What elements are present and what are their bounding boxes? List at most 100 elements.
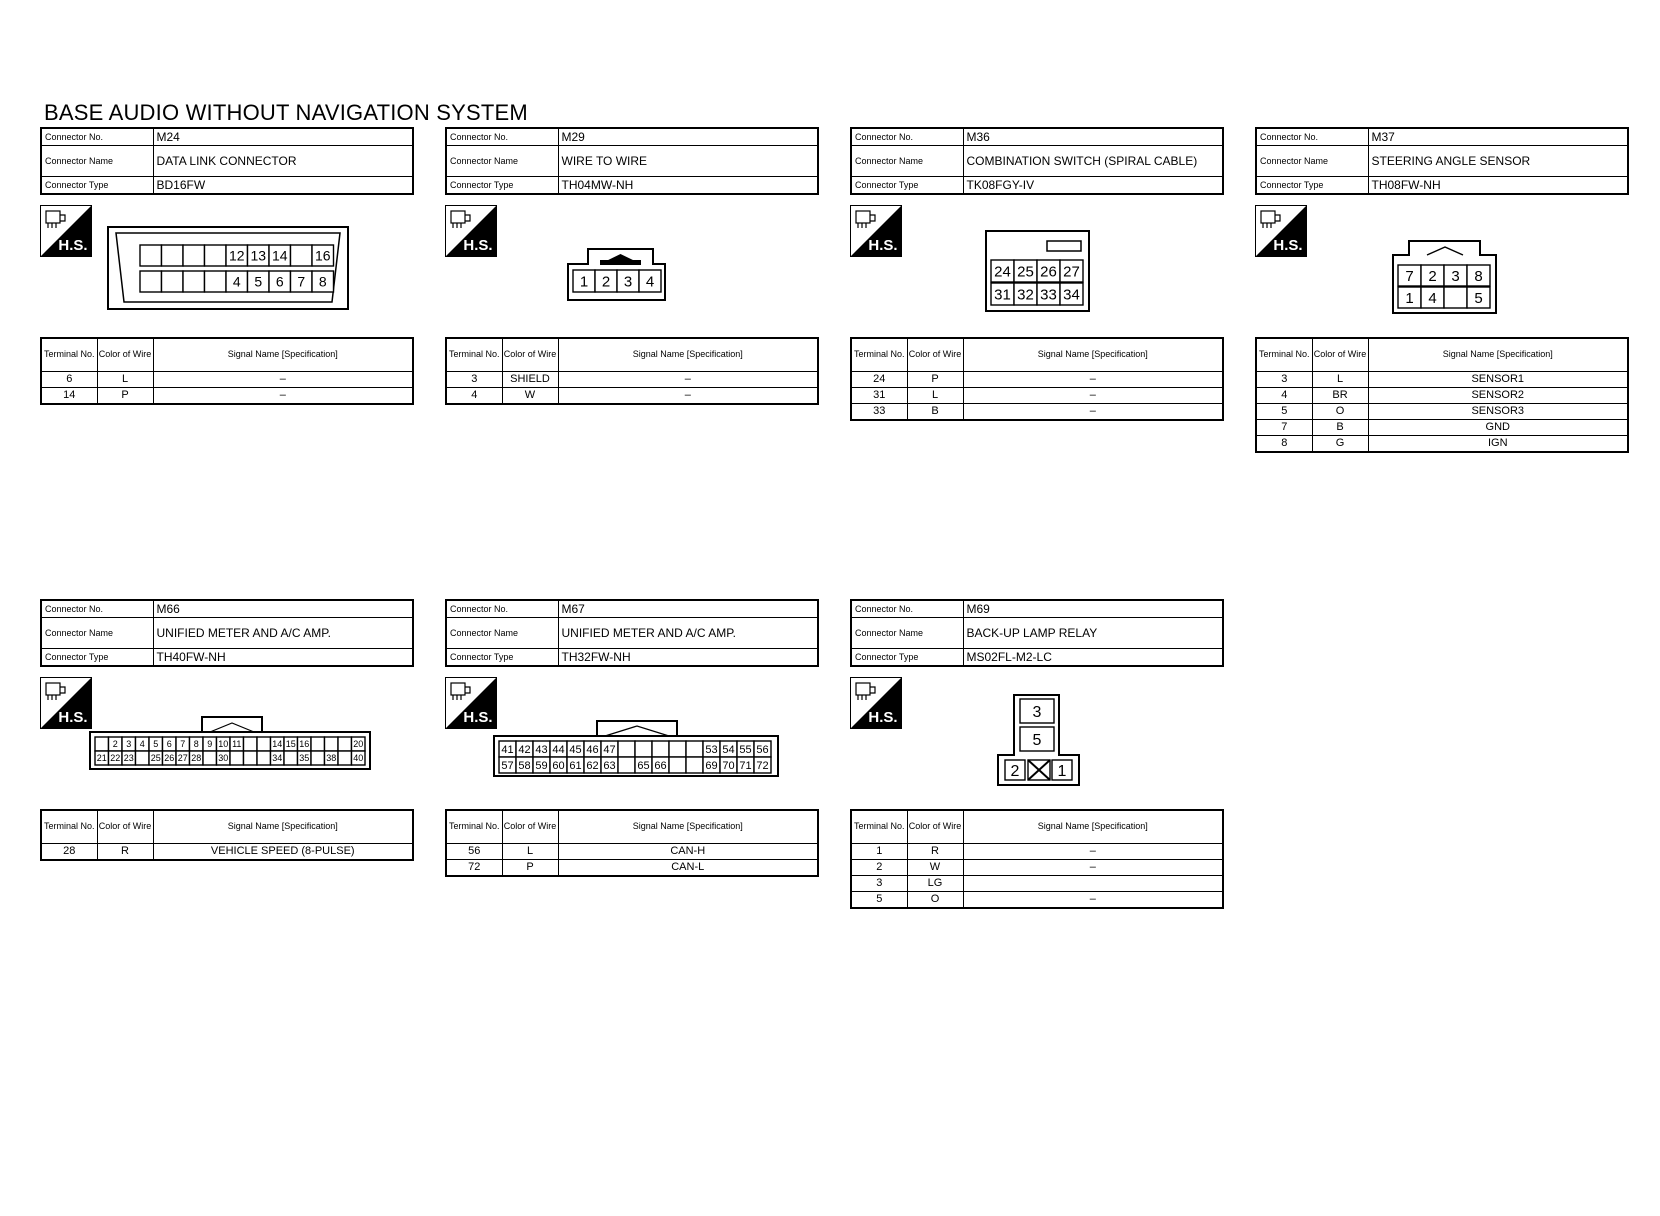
pin-number: 66 bbox=[654, 760, 666, 772]
terminal-no: 24 bbox=[850, 371, 908, 388]
pin-number: 1 bbox=[1058, 763, 1067, 780]
pin-number: 63 bbox=[603, 760, 615, 772]
wire-color: W bbox=[906, 859, 964, 876]
connector-name-value: BACK-UP LAMP RELAY bbox=[962, 617, 1224, 649]
connector-no-value: M24 bbox=[152, 127, 414, 146]
pin-number: 31 bbox=[994, 286, 1011, 303]
pin-number: 4 bbox=[646, 273, 654, 290]
terminal-pin: 40 bbox=[350, 750, 366, 766]
connector-name-value: COMBINATION SWITCH (SPIRAL CABLE) bbox=[962, 145, 1224, 177]
hs-label: H.S. bbox=[58, 709, 87, 726]
terminal-pin: 2 bbox=[594, 269, 618, 293]
connector-no-value: M37 bbox=[1367, 127, 1629, 146]
connector-type-label: Connector Type bbox=[40, 648, 154, 667]
terminal-pin bbox=[256, 736, 272, 752]
pin-number: 21 bbox=[97, 753, 107, 763]
terminal-pin bbox=[668, 740, 687, 758]
connector-type-label: Connector Type bbox=[40, 176, 154, 195]
wire-color: B bbox=[1311, 419, 1369, 436]
terminal-pin bbox=[94, 736, 110, 752]
pin-number: 47 bbox=[603, 744, 615, 756]
terminal-no: 7 bbox=[1255, 419, 1313, 436]
pin-number: 7 bbox=[180, 739, 185, 749]
terminal-pin: 31 bbox=[990, 282, 1015, 306]
hs-label: H.S. bbox=[868, 709, 897, 726]
terminal-pin: 4 bbox=[1420, 286, 1445, 309]
signal-name: – bbox=[962, 403, 1224, 421]
pin-number: 27 bbox=[178, 753, 188, 763]
pin-number: 25 bbox=[1017, 263, 1034, 280]
pin-number: 3 bbox=[1033, 704, 1042, 721]
terminal-no: 28 bbox=[40, 843, 98, 861]
terminal-pin: 43 bbox=[532, 740, 551, 758]
terminal-pin: 24 bbox=[990, 259, 1015, 283]
terminal-no-header: Terminal No. bbox=[40, 337, 98, 372]
terminal-pin: 4 bbox=[638, 269, 662, 293]
signal-name: SENSOR2 bbox=[1367, 387, 1629, 404]
hs-label: H.S. bbox=[463, 709, 492, 726]
terminal-pin: 72 bbox=[753, 756, 772, 774]
connector-icon bbox=[1260, 210, 1281, 228]
terminal-pin: 5 bbox=[148, 736, 164, 752]
terminal-pin bbox=[337, 750, 353, 766]
connector-type-value: BD16FW bbox=[152, 176, 414, 195]
terminal-pin: 10 bbox=[215, 736, 231, 752]
terminal-pin: 13 bbox=[246, 244, 270, 267]
pin-number: 59 bbox=[535, 760, 547, 772]
terminal-pin: 30 bbox=[215, 750, 231, 766]
terminal-no: 5 bbox=[850, 891, 908, 909]
pin-number: 16 bbox=[315, 248, 331, 264]
terminal-pin: 3 bbox=[121, 736, 137, 752]
pin-number: 20 bbox=[353, 739, 363, 749]
pin-number: 27 bbox=[1063, 263, 1080, 280]
signal-name bbox=[962, 875, 1224, 892]
terminal-no: 72 bbox=[445, 859, 503, 877]
terminal-pin: 54 bbox=[719, 740, 738, 758]
terminal-pin: 66 bbox=[651, 756, 670, 774]
terminal-pin: 55 bbox=[736, 740, 755, 758]
wire-color: O bbox=[906, 891, 964, 909]
terminal-pin: 26 bbox=[1036, 259, 1061, 283]
connector-no-label: Connector No. bbox=[445, 599, 559, 618]
terminal-pin bbox=[685, 740, 704, 758]
terminal-pin: 20 bbox=[350, 736, 366, 752]
wire-color: SHIELD bbox=[501, 371, 559, 388]
connector-icon bbox=[855, 682, 876, 700]
terminal-pin: 46 bbox=[583, 740, 602, 758]
terminal-pin: 35 bbox=[296, 750, 312, 766]
connector-type-label: Connector Type bbox=[445, 176, 559, 195]
pin-number: 34 bbox=[1063, 286, 1080, 303]
terminal-pin: 14 bbox=[269, 736, 285, 752]
terminal-pin: 28 bbox=[188, 750, 204, 766]
connector-type-value: TH04MW-NH bbox=[557, 176, 819, 195]
terminal-pin: 47 bbox=[600, 740, 619, 758]
signal-name: VEHICLE SPEED (8-PULSE) bbox=[152, 843, 414, 861]
pin-number: 10 bbox=[218, 739, 228, 749]
signal-name-header: Signal Name [Specification] bbox=[557, 337, 819, 372]
connector-no-label: Connector No. bbox=[850, 599, 964, 618]
terminal-pin bbox=[323, 736, 339, 752]
wire-color: O bbox=[1311, 403, 1369, 420]
terminal-pin bbox=[134, 750, 150, 766]
pin-number: 3 bbox=[126, 739, 131, 749]
terminal-pin: 69 bbox=[702, 756, 721, 774]
pin-number: 35 bbox=[299, 753, 309, 763]
pin-number: 26 bbox=[1040, 263, 1057, 280]
harness-side-badge: H.S. bbox=[40, 677, 92, 729]
terminal-pin bbox=[139, 244, 163, 267]
connector-icon bbox=[45, 210, 66, 228]
terminal-pin: 25 bbox=[148, 750, 164, 766]
